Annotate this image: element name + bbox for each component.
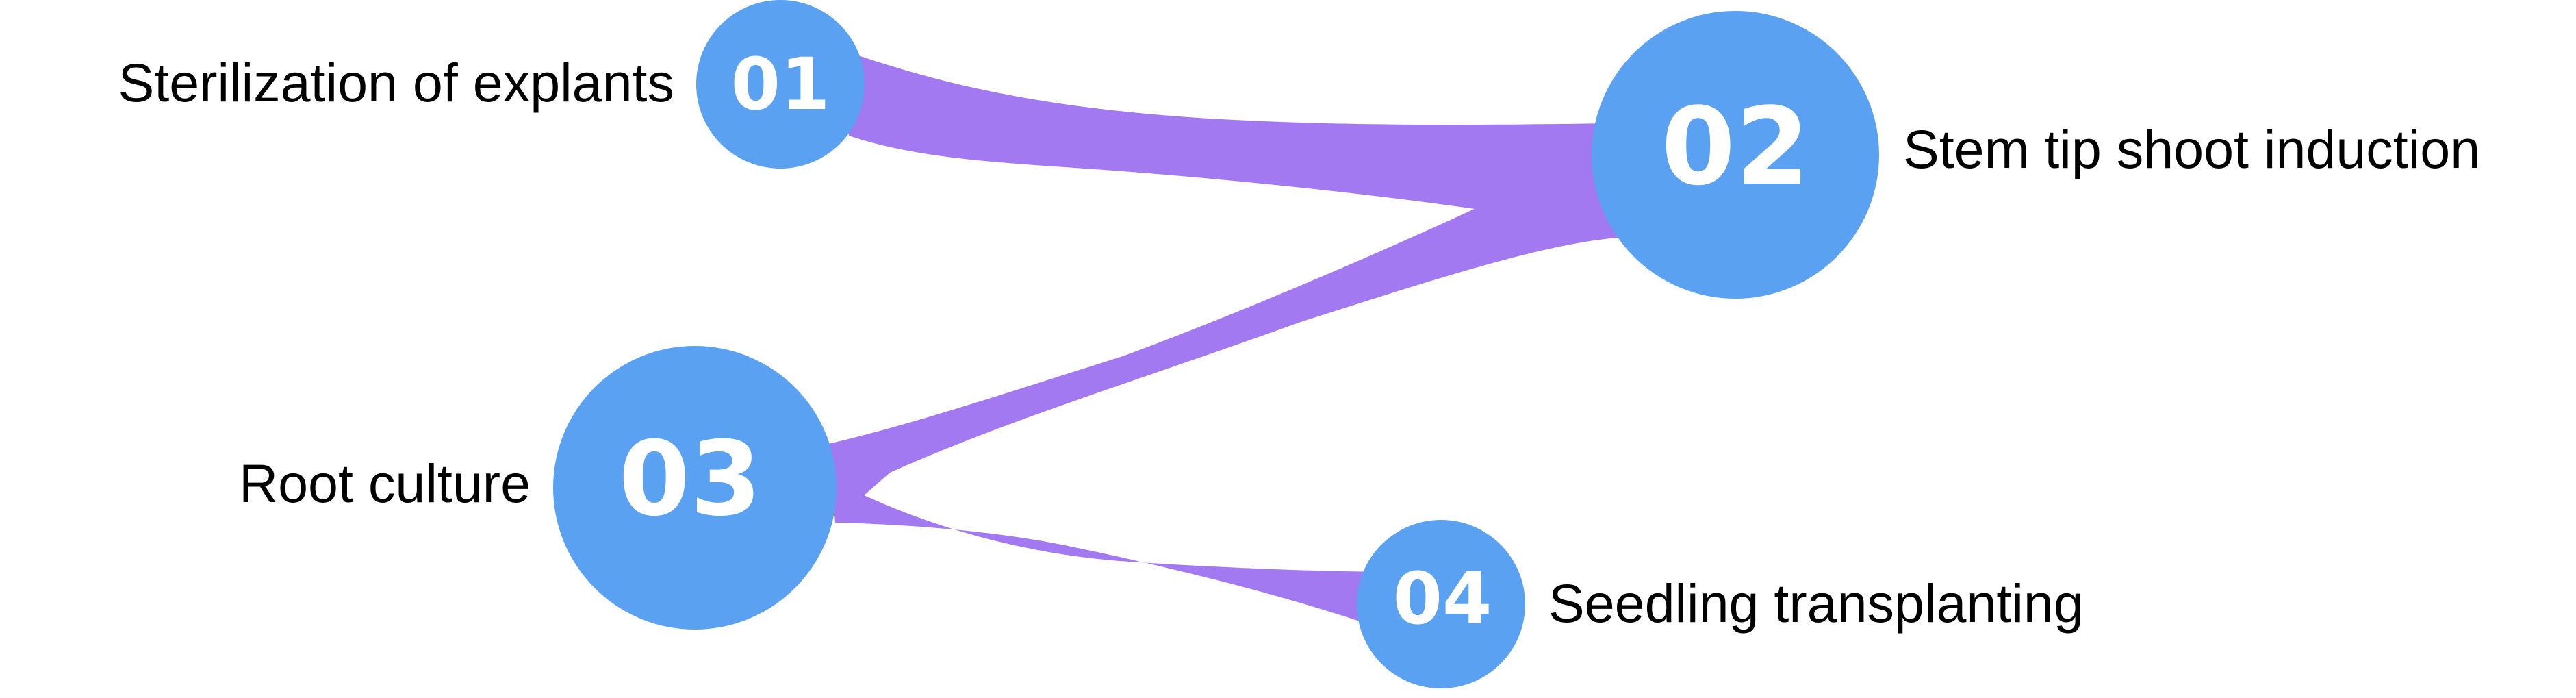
step-label-02: Stem tip shoot induction	[1903, 119, 2480, 179]
step-node-02-circle	[1592, 11, 1879, 299]
link-01-02	[849, 53, 1636, 236]
step-node-04-circle	[1357, 520, 1525, 688]
step-label-04: Seedling transplanting	[1548, 573, 2084, 634]
step-number-01: 01	[731, 42, 830, 126]
flow-links	[828, 53, 1636, 627]
step-node-01-circle	[696, 0, 865, 169]
step-label-03: Root culture	[239, 453, 531, 514]
step-number-02: 02	[1661, 84, 1809, 209]
link-03-04	[832, 479, 1397, 627]
step-node-04: 04	[1357, 520, 1525, 688]
step-node-03: 03	[553, 346, 837, 630]
step-label-01: Sterilization of explants	[118, 52, 674, 113]
step-node-02: 02	[1592, 11, 1879, 299]
link-02-03	[828, 175, 1636, 521]
step-node-03-circle	[553, 346, 837, 630]
step-number-03: 03	[619, 420, 762, 539]
step-node-01: 01	[696, 0, 865, 169]
step-number-04: 04	[1393, 557, 1492, 640]
